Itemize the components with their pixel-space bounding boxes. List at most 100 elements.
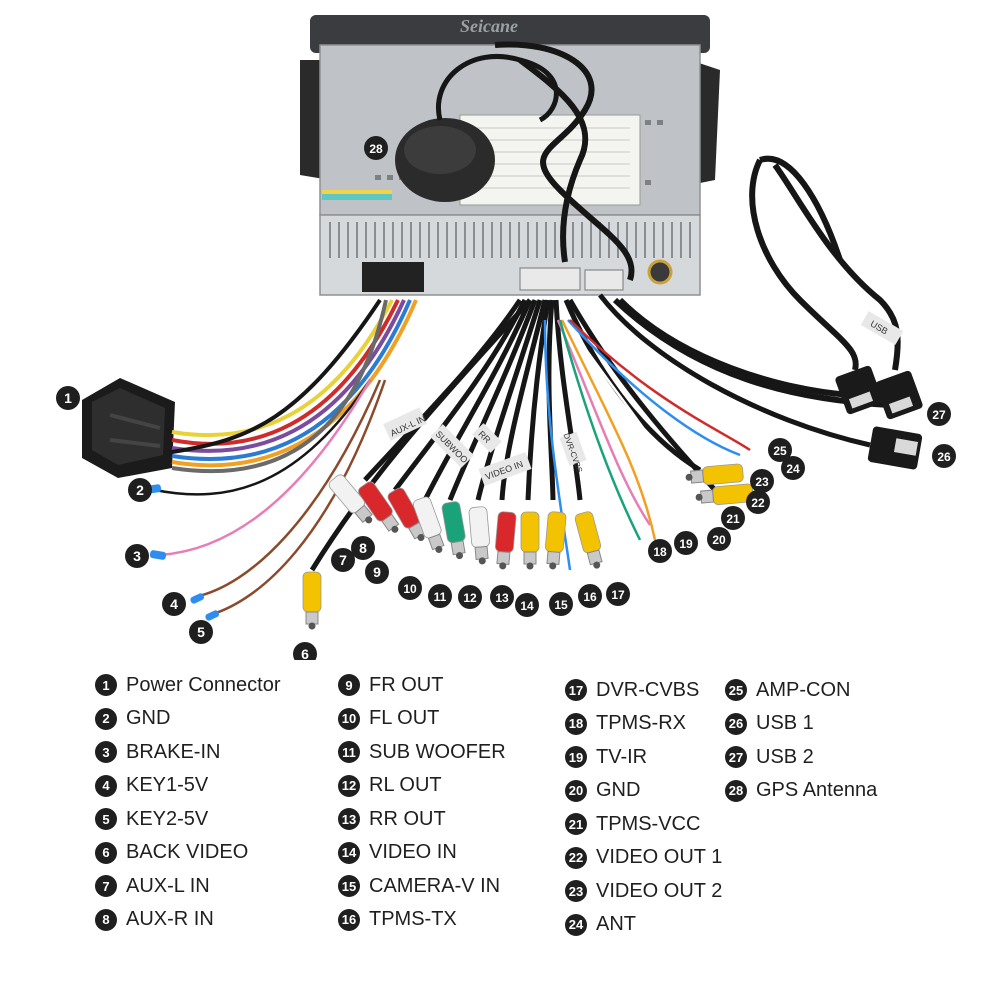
- legend-label: SUB WOOFER: [369, 740, 506, 763]
- legend-label: TPMS-RX: [596, 712, 686, 734]
- callout-9: 9: [365, 560, 389, 584]
- rca-plug: [495, 511, 517, 570]
- legend-number: 3: [95, 741, 117, 763]
- legend-number: 12: [338, 774, 360, 797]
- callout-4: 4: [162, 592, 186, 616]
- callout-20: 20: [707, 527, 731, 551]
- legend-label: RL OUT: [369, 774, 442, 796]
- callout-number: 14: [520, 599, 534, 613]
- callout-number: 5: [197, 624, 205, 640]
- usb-plugs: [835, 365, 923, 470]
- legend-item: 18 TPMS-RX: [565, 711, 686, 737]
- legend-number: 4: [95, 774, 117, 797]
- callout-number: 9: [373, 564, 381, 580]
- legend-number: 21: [565, 813, 587, 835]
- legend-item: 26 USB 1: [725, 711, 814, 737]
- legend-item: 21 TPMS-VCC: [565, 811, 700, 837]
- callout-number: 11: [434, 590, 447, 604]
- rca-plug: [328, 474, 373, 524]
- rca-plug: [685, 463, 744, 485]
- legend-number: 27: [725, 746, 747, 768]
- callout-24: 24: [781, 456, 805, 480]
- callout-16: 16: [578, 584, 602, 608]
- legend-label: VIDEO IN: [369, 841, 457, 863]
- rca-plug: [412, 496, 445, 553]
- legend-number: 5: [95, 808, 117, 830]
- signal-leads: [154, 379, 387, 617]
- callout-3: 3: [125, 544, 149, 568]
- legend-number: 24: [565, 913, 587, 936]
- legend-item: 14 VIDEO IN: [338, 840, 457, 866]
- callout-10: 10: [398, 576, 422, 600]
- callout-number: 26: [937, 450, 951, 464]
- legend-item: 12 RL OUT: [338, 773, 442, 799]
- legend-label: AMP-CON: [756, 678, 851, 701]
- callout-25: 25: [768, 438, 792, 462]
- legend-number: 25: [725, 679, 747, 701]
- power-connector: [82, 378, 175, 478]
- callout-number: 17: [611, 588, 625, 602]
- legend-label: RR OUT: [369, 807, 446, 830]
- callout-12: 12: [458, 585, 482, 609]
- legend-label: TV-IR: [596, 745, 648, 768]
- callout-number: 4: [170, 596, 178, 612]
- legend-label: USB 1: [756, 712, 814, 734]
- legend-label: KEY2-5V: [126, 807, 209, 830]
- callout-number: 23: [755, 475, 769, 489]
- legend-number: 14: [338, 841, 360, 864]
- callout-22: 22: [746, 490, 770, 514]
- legend-label: DVR-CVBS: [596, 678, 700, 701]
- rca-plug: [441, 501, 466, 560]
- head-unit: [300, 15, 720, 296]
- callout-7: 7: [331, 548, 355, 572]
- legend-label: TPMS-VCC: [596, 812, 701, 835]
- legend-number: 15: [338, 875, 360, 897]
- callout-number: 2: [136, 482, 144, 498]
- callout-number: 15: [554, 598, 568, 612]
- callout-18: 18: [648, 539, 672, 563]
- callout-28: 28: [364, 136, 388, 160]
- legend-label: TPMS-TX: [369, 908, 457, 930]
- legend-label: ANT: [596, 913, 636, 935]
- rca-plug: [574, 511, 603, 569]
- rca-plug: [358, 481, 400, 533]
- legend-number: 28: [725, 779, 747, 802]
- callout-number: 27: [932, 408, 946, 422]
- legend-number: 26: [725, 712, 747, 735]
- callout-1: 1: [56, 386, 80, 410]
- callout-number: 16: [583, 590, 597, 604]
- callout-number: 13: [495, 591, 509, 605]
- legend-label: VIDEO OUT 2: [596, 879, 723, 902]
- rca-plug: [545, 511, 567, 570]
- callout-27: 27: [927, 402, 951, 426]
- rca-plugs: [302, 463, 754, 630]
- legend-number: 17: [565, 679, 587, 701]
- legend-label: Power Connector: [126, 673, 281, 696]
- rca-cable-bundle: [309, 293, 871, 572]
- wire-tags: AUX-L IN SUBWOO RR VIDEO IN DVR-CVBS USB: [383, 311, 904, 487]
- callout-number: 19: [679, 537, 693, 551]
- callout-11: 11: [428, 584, 452, 608]
- callout-number: 25: [773, 444, 787, 458]
- legend-item: 24 ANT: [565, 912, 636, 938]
- callout-number: 6: [301, 646, 309, 660]
- legend-number: 16: [338, 908, 360, 931]
- callout-number: 7: [339, 552, 347, 568]
- callout-2: 2: [128, 478, 152, 502]
- legend-number: 18: [565, 712, 587, 735]
- callout-8: 8: [351, 536, 375, 560]
- legend-label: CAMERA-V IN: [369, 874, 501, 897]
- power-harness-wires: [171, 298, 418, 474]
